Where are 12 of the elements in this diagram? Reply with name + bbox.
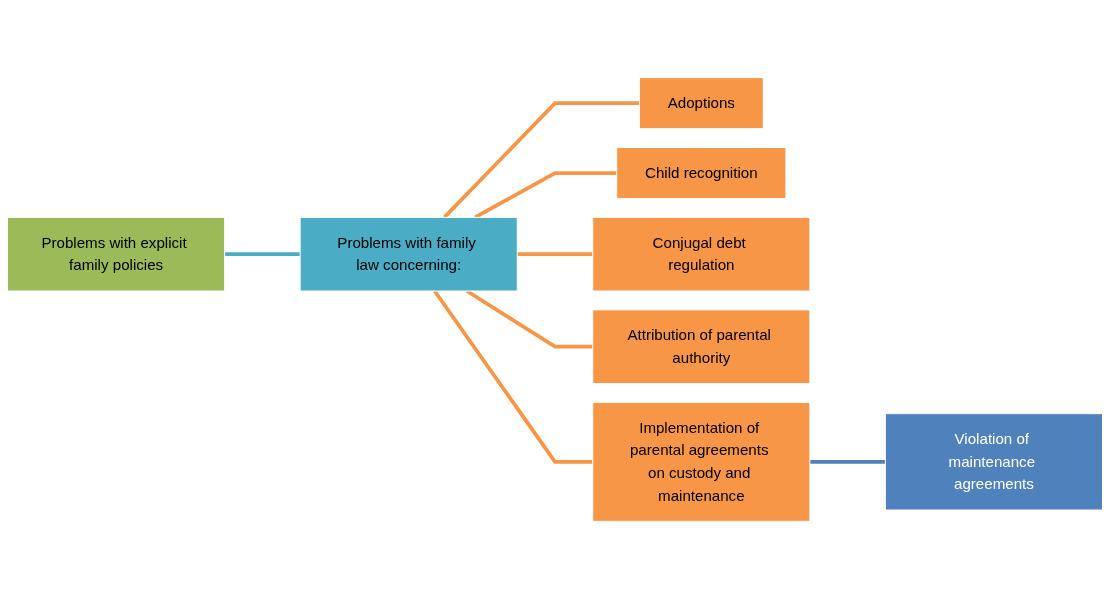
connector: [224, 252, 301, 257]
node-box: Violation of maintenance agreements: [884, 413, 1103, 511]
node-box: Attribution of parental authority: [592, 309, 811, 384]
node-box: Problems with explicit family policies: [7, 216, 226, 292]
node-box: Child recognition: [616, 147, 787, 199]
node-box: Problems with family law concerning:: [299, 216, 518, 292]
node-box: Conjugal debt regulation: [592, 216, 811, 292]
node-box: Implementation of parental agreements on custody and maintenance: [592, 401, 811, 522]
connector: [809, 459, 886, 464]
connector: [517, 252, 593, 257]
connector: [443, 101, 640, 219]
node-box: Adoptions: [638, 77, 764, 130]
